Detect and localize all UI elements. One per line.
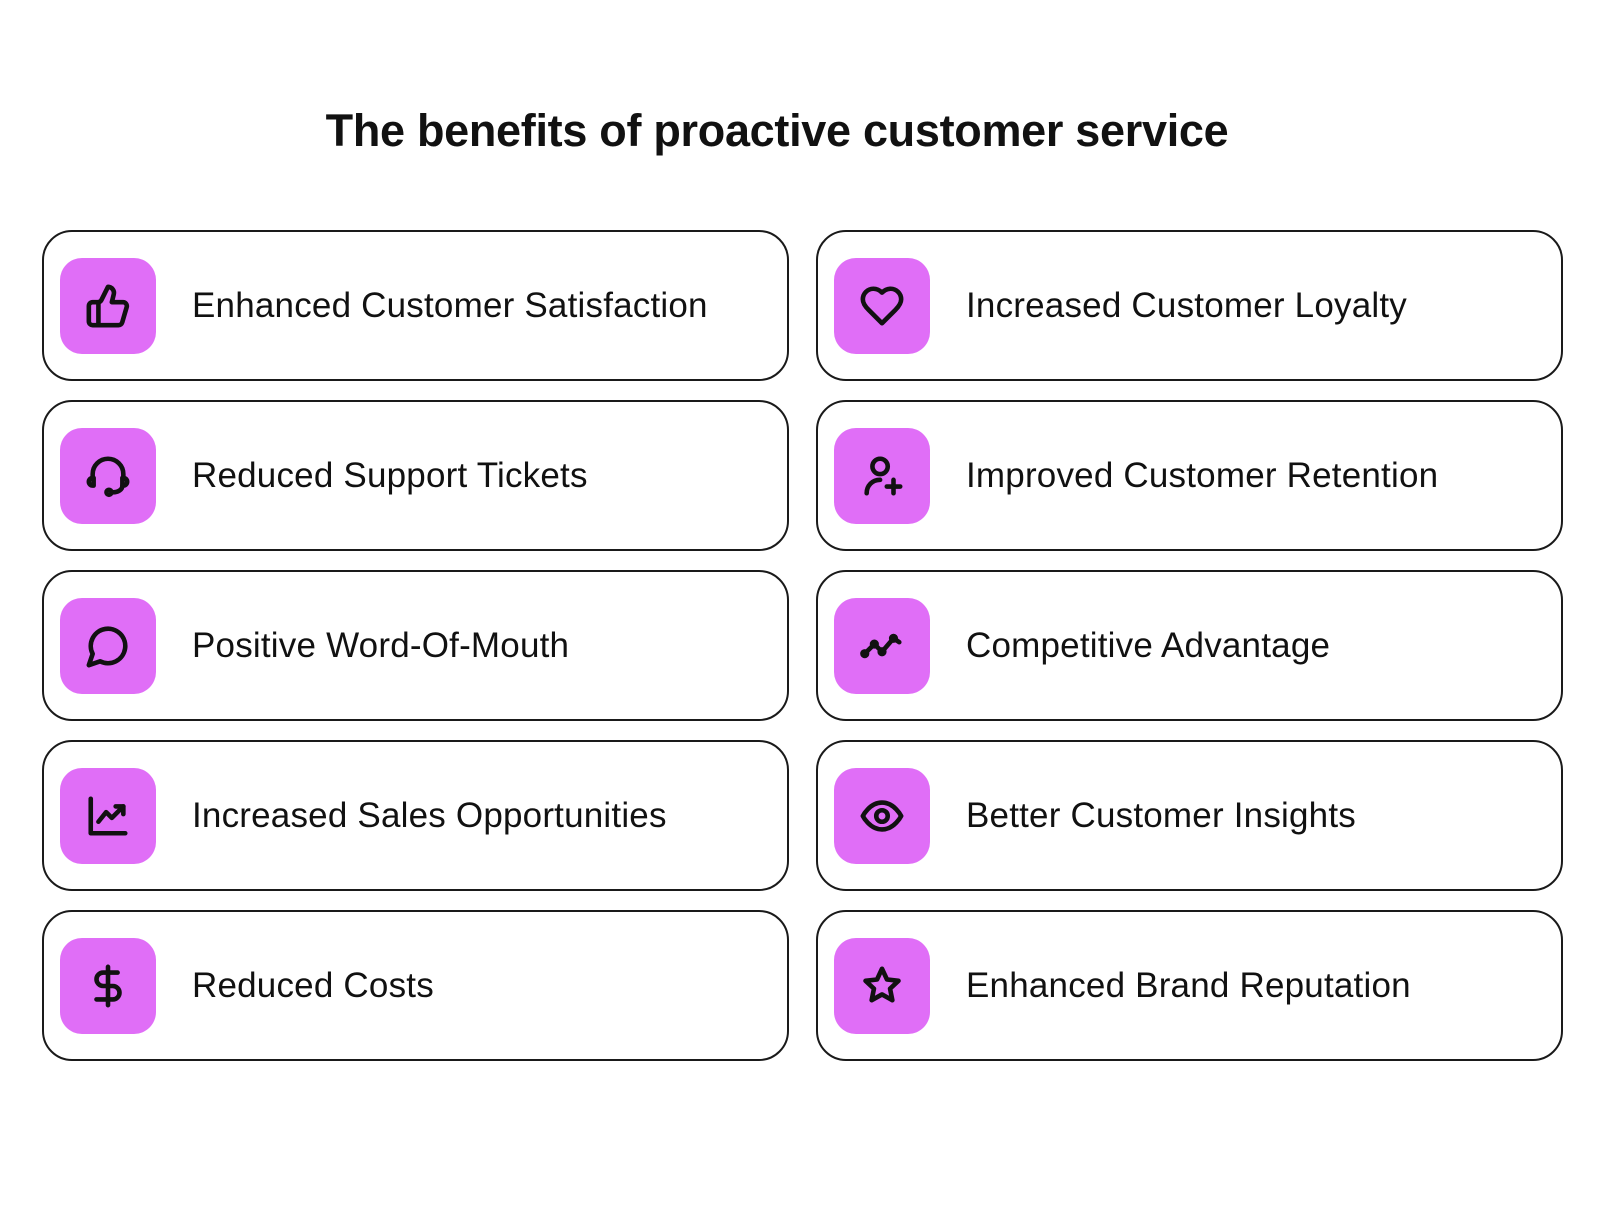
benefit-label: Enhanced Brand Reputation bbox=[966, 965, 1411, 1005]
eye-icon bbox=[834, 767, 930, 864]
benefit-card-competitive-advantage: Competitive Advantage bbox=[816, 570, 1563, 721]
message-circle-icon bbox=[60, 597, 156, 694]
benefit-label: Reduced Support Tickets bbox=[192, 455, 588, 495]
user-plus-icon bbox=[834, 427, 930, 524]
thumbs-up-icon bbox=[60, 257, 156, 354]
page-title: The benefits of proactive customer servi… bbox=[325, 105, 1229, 156]
star-icon bbox=[834, 937, 930, 1034]
benefits-grid: Enhanced Customer Satisfaction Increased… bbox=[42, 230, 1572, 1061]
benefit-label: Positive Word-Of-Mouth bbox=[192, 625, 570, 665]
benefit-card-better-customer-insights: Better Customer Insights bbox=[816, 740, 1563, 891]
benefit-label: Competitive Advantage bbox=[966, 625, 1331, 665]
benefit-label: Increased Customer Loyalty bbox=[966, 285, 1407, 325]
trend-line-icon bbox=[834, 597, 930, 694]
benefit-card-improved-customer-retention: Improved Customer Retention bbox=[816, 400, 1563, 551]
benefit-card-positive-word-of-mouth: Positive Word-Of-Mouth bbox=[42, 570, 789, 721]
benefit-card-enhanced-customer-satisfaction: Enhanced Customer Satisfaction bbox=[42, 230, 789, 381]
benefit-label: Enhanced Customer Satisfaction bbox=[192, 285, 708, 325]
benefit-label: Reduced Costs bbox=[192, 965, 434, 1005]
benefit-card-enhanced-brand-reputation: Enhanced Brand Reputation bbox=[816, 910, 1563, 1061]
heart-icon bbox=[834, 257, 930, 354]
benefit-card-reduced-support-tickets: Reduced Support Tickets bbox=[42, 400, 789, 551]
headset-icon bbox=[60, 427, 156, 524]
benefit-label: Better Customer Insights bbox=[966, 795, 1356, 835]
benefit-label: Increased Sales Opportunities bbox=[192, 795, 667, 835]
benefit-card-increased-sales-opportunities: Increased Sales Opportunities bbox=[42, 740, 789, 891]
chart-line-up-icon bbox=[60, 767, 156, 864]
benefit-label: Improved Customer Retention bbox=[966, 455, 1439, 495]
benefit-card-increased-customer-loyalty: Increased Customer Loyalty bbox=[816, 230, 1563, 381]
dollar-sign-icon bbox=[60, 937, 156, 1034]
benefit-card-reduced-costs: Reduced Costs bbox=[42, 910, 789, 1061]
